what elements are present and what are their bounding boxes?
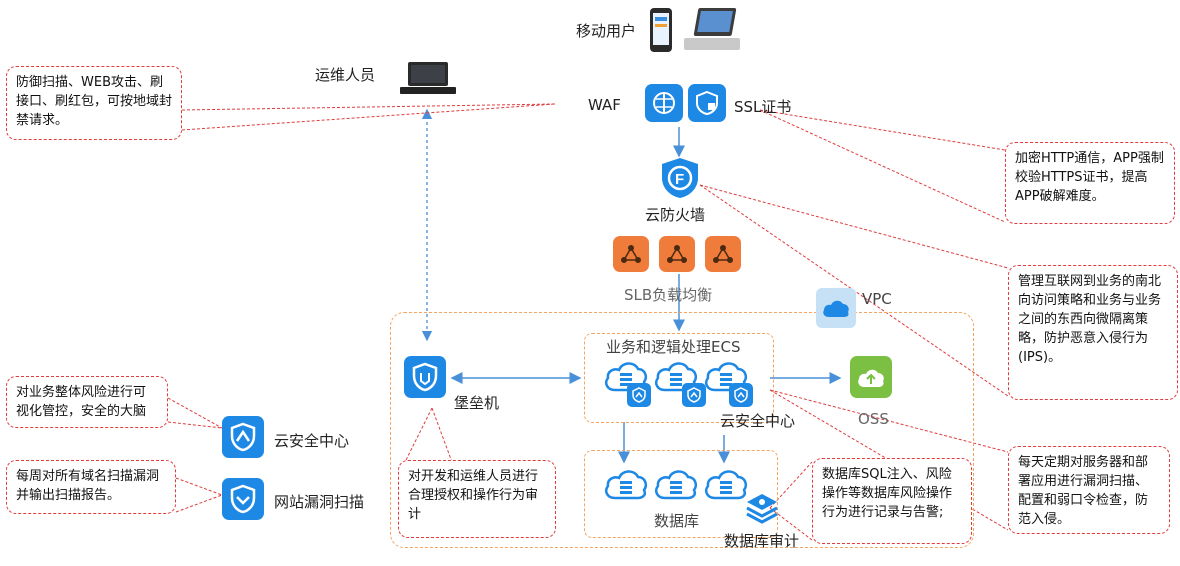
security-center-note: 对业务整体风险进行可视化管控，安全的大脑 — [6, 376, 168, 428]
security-agent-icon — [729, 383, 753, 407]
svg-text:F: F — [675, 171, 684, 188]
ops-staff-label: 运维人员 — [315, 66, 376, 84]
database-icon — [603, 464, 649, 502]
security-agent-icon — [682, 383, 706, 407]
db-audit-icon — [744, 492, 780, 526]
vpc-label: VPC — [862, 290, 892, 308]
database-label: 数据库 — [654, 512, 700, 530]
waf-label: WAF — [588, 96, 621, 114]
vuln-scan-icon — [222, 478, 264, 520]
db-audit-note: 数据库SQL注入、风险操作等数据库风险操作行为进行记录与告警; — [812, 458, 972, 544]
ssl-certificate-icon — [688, 84, 726, 122]
db-audit-label: 数据库审计 — [724, 532, 800, 550]
oss-icon — [850, 356, 892, 398]
waf-icon — [645, 84, 683, 122]
slb-node-icon — [705, 236, 741, 272]
ops-laptop-icon — [400, 62, 456, 96]
inner-security-center-label: 云安全中心 — [720, 412, 796, 430]
oss-label: OSS — [858, 410, 889, 428]
vuln-scan-note: 每周对所有域名扫描漏洞并输出扫描报告。 — [6, 460, 176, 514]
host-scan-note: 每天定期对服务器和部署应用进行漏洞扫描、配置和弱口令检查，防范入侵。 — [1008, 446, 1170, 534]
ssl-label: SSL证书 — [734, 98, 792, 116]
ssl-note: 加密HTTP通信，APP强制校验HTTPS证书，提高APP破解难度。 — [1005, 142, 1175, 224]
phone-icon — [650, 8, 672, 52]
ecs-label: 业务和逻辑处理ECS — [606, 338, 741, 356]
cloud-firewall-icon: F — [658, 156, 702, 200]
waf-note: 防御扫描、WEB攻击、刷接口、刷红包，可按地域封禁请求。 — [6, 66, 182, 140]
laptop-icon — [684, 8, 740, 54]
vpc-icon — [816, 288, 856, 328]
database-zone — [584, 450, 778, 538]
database-icon — [653, 464, 699, 502]
cloud-firewall-label: 云防火墙 — [645, 206, 706, 224]
legend-vuln-scan-label: 网站漏洞扫描 — [274, 493, 365, 511]
legend-security-center-label: 云安全中心 — [274, 432, 350, 450]
firewall-note: 管理互联网到业务的南北向访问策略和业务与业务之间的东西向微隔离策略，防护恶意入侵… — [1008, 265, 1178, 400]
bastion-icon — [404, 356, 446, 398]
slb-node-icon — [613, 236, 649, 272]
cloud-security-center-icon — [222, 416, 264, 458]
slb-label: SLB负载均衡 — [624, 286, 713, 304]
bastion-note: 对开发和运维人员进行合理授权和操作行为审计 — [398, 460, 556, 538]
vpc-zone — [390, 312, 974, 548]
database-icon — [703, 464, 749, 502]
mobile-user-label: 移动用户 — [576, 22, 637, 40]
bastion-label: 堡垒机 — [454, 394, 500, 412]
ecs-zone — [584, 333, 774, 423]
security-agent-icon — [627, 383, 651, 407]
slb-node-icon — [659, 236, 695, 272]
